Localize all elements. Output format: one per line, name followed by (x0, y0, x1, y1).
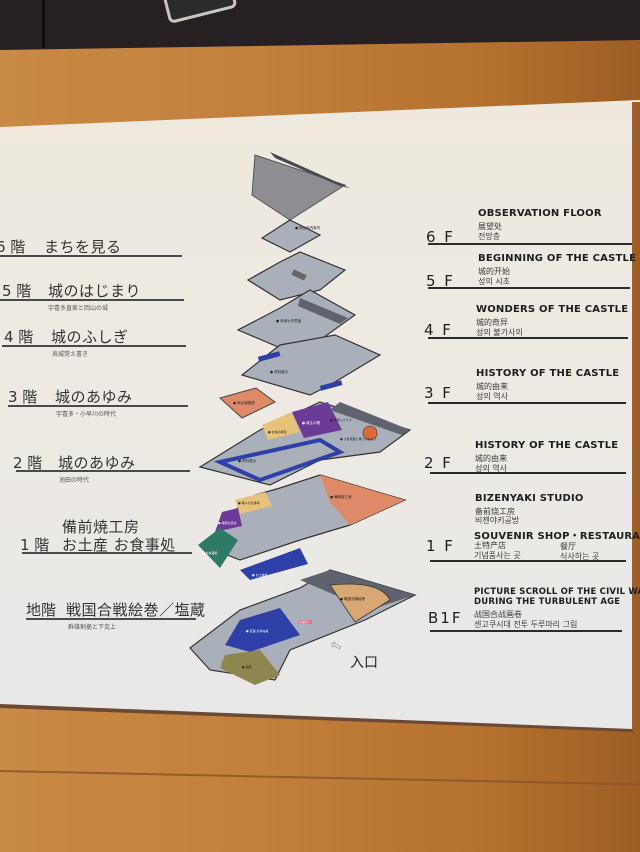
floor-number: 3 階 (8, 388, 38, 406)
floor-title-zh: 展望处 (478, 222, 502, 231)
floor-title: お土産 お食事処 (62, 536, 176, 554)
floor-subtitle: 群雄割拠と下克上 (68, 624, 117, 631)
floor-number: 5 階 (2, 282, 32, 300)
floor-number: 5 F (426, 272, 455, 290)
svg-text:● 資料展示: ● 資料展示 (238, 458, 257, 463)
floor-title-en-line2: DURING THE TURBULENT AGE (474, 597, 621, 607)
entrance-label: 入口 (350, 655, 378, 671)
svg-text:● 備前焼工房: ● 備前焼工房 (330, 494, 352, 499)
isometric-floors: ● 岡山市内案内 ● 烏城七不思議 ● 資料展示 ● 岡山城物語 ● 城主の間 … (189, 152, 417, 685)
svg-text:● 烏城七不思議: ● 烏城七不思議 (276, 318, 302, 323)
svg-text:● 戦国合戦絵巻: ● 戦国合戦絵巻 (340, 596, 366, 601)
floor-title-en: BEGINNING OF THE CASTLE (478, 253, 637, 264)
divider (430, 472, 626, 474)
svg-text:● 城主の間: ● 城主の間 (302, 420, 321, 425)
floor-number: 1 F (426, 537, 455, 555)
wall-seam (42, 0, 45, 48)
divider (16, 470, 190, 472)
floor-number: 6 階 (0, 238, 26, 256)
floor-title: まちを見る (44, 238, 122, 256)
svg-text:● 塩蔵: ● 塩蔵 (242, 664, 252, 669)
divider (26, 618, 196, 620)
divider (0, 299, 184, 301)
floor-number: 4 F (424, 321, 453, 339)
floor-title-ko: 성의 역사 (476, 392, 508, 401)
svg-text:お客様へ: お客様へ (299, 620, 310, 624)
restaurant-zh: 餐厅 (560, 542, 576, 551)
floor-title: 城のあゆみ (55, 388, 133, 406)
divider (8, 405, 188, 407)
floor-title-ko: 비젠야키공방 (475, 516, 520, 525)
svg-text:● 瓦製 お休み処: ● 瓦製 お休み処 (246, 628, 269, 633)
divider (430, 560, 626, 562)
divider (428, 337, 628, 339)
svg-text:● 職人の仕事場: ● 職人の仕事場 (238, 500, 260, 505)
svg-text:● お食事処: ● お食事処 (202, 550, 218, 555)
floor-title-en: PICTURE SCROLL OF THE CIVIL WARS (474, 587, 640, 597)
floor-title-en: OBSERVATION FLOOR (478, 208, 602, 219)
floor-subtitle: 烏城覚え書き (52, 351, 89, 358)
floor-title-zh: 城的奇异 (476, 318, 508, 327)
floor-title-en: WONDERS OF THE CASTLE (476, 304, 629, 315)
floor-number: 3 F (424, 384, 453, 402)
divider (22, 552, 192, 554)
svg-text:● 岡山城物語: ● 岡山城物語 (233, 400, 255, 405)
floor-title-line1: 備前焼工房 (62, 518, 140, 536)
floor-title: 城のふしぎ (51, 328, 129, 346)
restaurant-ko: 식사하는 곳 (560, 552, 600, 561)
divider (428, 243, 632, 245)
floor-subtitle: 宇喜多直家と岡山の城 (48, 305, 109, 312)
floor-number: 地階 (26, 601, 57, 619)
floor-title: 戦国合戦絵巻／塩蔵 (66, 601, 206, 619)
divider (430, 630, 622, 632)
floor-title: 城のはじまり (48, 282, 142, 300)
floor-title: 城のあゆみ (58, 454, 136, 472)
floor-title-zh: 城的开始 (478, 267, 510, 276)
floor-title-zh: 备前烧工房 (475, 507, 515, 516)
floor-title-zh: 城的由来 (476, 382, 508, 391)
svg-text:● お城の模型: ● お城の模型 (268, 429, 287, 434)
floor-number: 1 階 (20, 536, 50, 554)
floor-title-ko: 센고쿠시대 전투 두루마리 그림 (474, 620, 578, 629)
svg-text:● お土産処: ● お土産処 (252, 572, 268, 577)
floor-number: 2 F (424, 454, 453, 472)
floor-subtitle: 宇喜多・小早川の時代 (56, 411, 117, 418)
floor-title-ko: 성의 불가사의 (476, 328, 523, 337)
roof (251, 154, 347, 221)
floor-title-zh: 城的由来 (475, 454, 507, 463)
souvenir-ko: 기념품사는 곳 (474, 551, 521, 560)
floor-title-zh: 战国合战画卷 (474, 610, 522, 619)
castle-floor-map: ● 岡山市内案内 ● 烏城七不思議 ● 資料展示 ● 岡山城物語 ● 城主の間 … (180, 140, 450, 700)
svg-text:● 資料展示: ● 資料展示 (270, 369, 289, 374)
floor-subtitle: 池田の時代 (59, 477, 90, 484)
svg-text:● 喫茶の店先: ● 喫茶の店先 (218, 520, 237, 525)
divider (428, 287, 630, 289)
floor-number: 2 階 (13, 454, 43, 472)
divider (428, 402, 626, 404)
floor-number: 6 F (426, 228, 455, 246)
floor-number: B1F (428, 609, 463, 627)
floor-title-en: HISTORY OF THE CASTLE (475, 440, 619, 451)
divider (0, 255, 182, 257)
svg-text:● 大名駕籠に乗ってみよう: ● 大名駕籠に乗ってみよう (340, 436, 376, 441)
svg-text:● 岡山市内案内: ● 岡山市内案内 (295, 225, 321, 230)
svg-text:● 城郭ジオラマ: ● 城郭ジオラマ (330, 417, 352, 422)
souvenir-zh: 土特产店 (474, 541, 506, 550)
floor-title-en: BIZENYAKI STUDIO (475, 493, 584, 504)
floor-title-ko: 성의 역사 (475, 464, 507, 473)
floor-title-ko: 전망층 (478, 232, 501, 241)
floor-title-ko: 성의 시초 (478, 277, 510, 286)
divider (2, 345, 186, 347)
floor-number: 4 階 (4, 328, 34, 346)
floor-title-en: HISTORY OF THE CASTLE (476, 368, 620, 379)
floor-title-en-2: SOUVENIR SHOP・RESTAURANT (474, 531, 640, 542)
